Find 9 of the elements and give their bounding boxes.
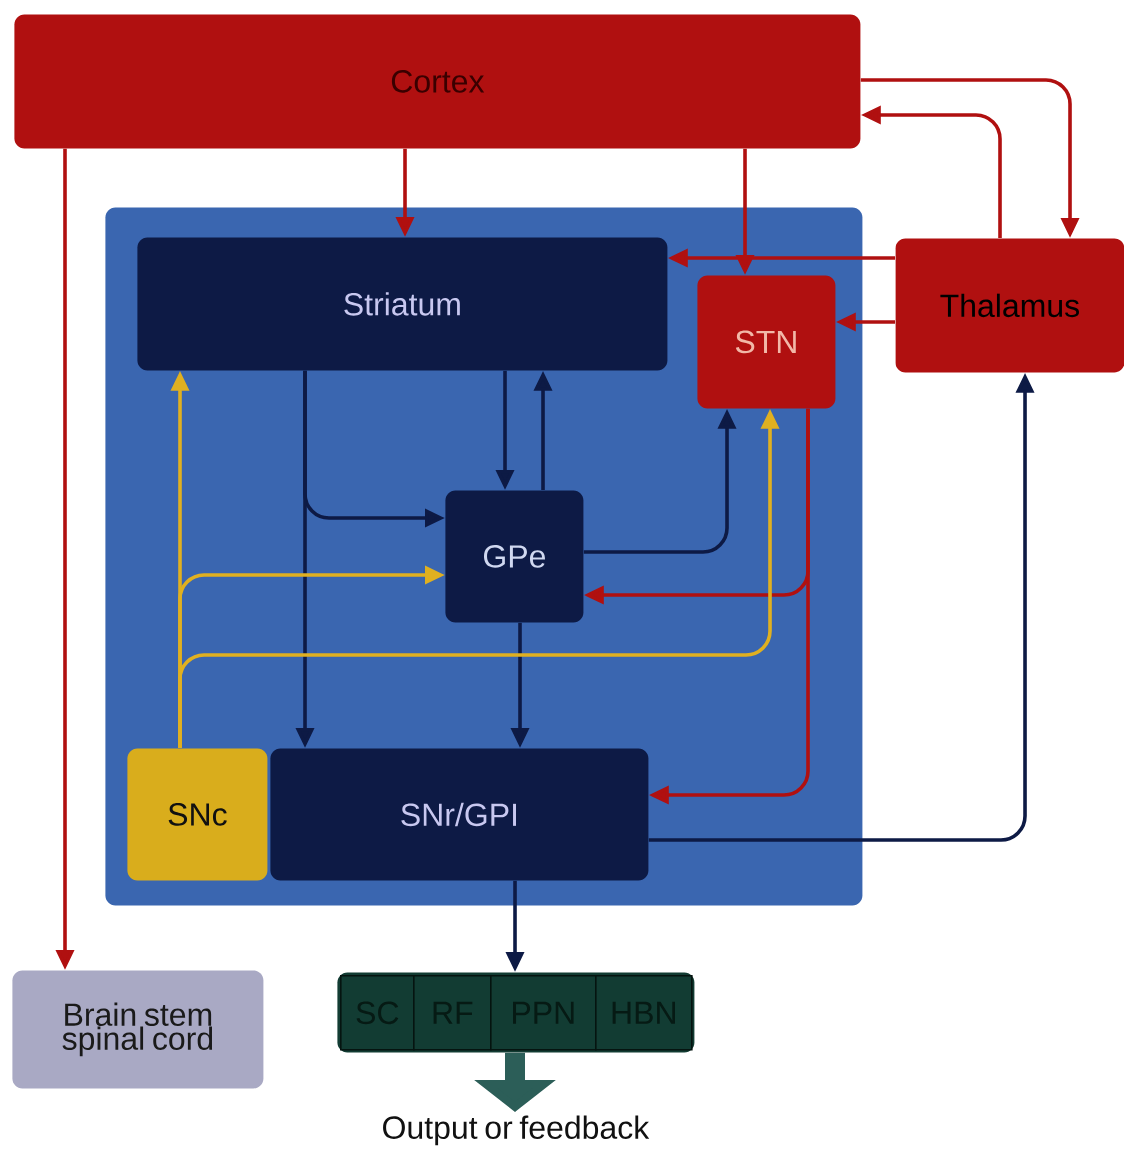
output-label: Output or feedback — [383, 1115, 650, 1146]
region-box: SNr/GPI — [270, 748, 649, 881]
region-box: GPe — [445, 490, 584, 623]
region-box: SNc — [127, 748, 268, 881]
region-box: Brain stem spinal cord — [12, 970, 264, 1089]
region-box: STN — [697, 275, 836, 409]
region-box: Thalamus — [895, 238, 1124, 373]
region-box: Striatum — [137, 237, 668, 371]
region-box: Cortex — [14, 14, 861, 149]
